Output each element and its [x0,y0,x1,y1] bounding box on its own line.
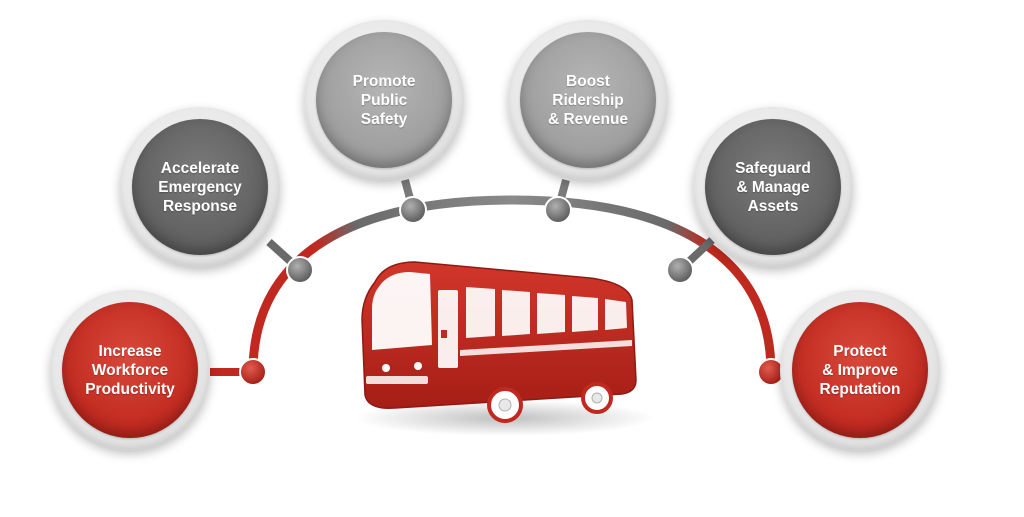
node-label: Protect & Improve Reputation [819,342,901,398]
node-promote-public-safety: Promote Public Safety [304,20,464,180]
node-disc: Increase Workforce Productivity [62,302,198,438]
node-label: Safeguard & Manage Assets [735,159,811,215]
node-disc: Accelerate Emergency Response [132,119,268,255]
node-protect-improve-reputation: Protect & Improve Reputation [780,290,940,450]
dot-safeguard-manage-assets [666,256,694,284]
node-disc: Promote Public Safety [316,32,452,168]
node-disc: Protect & Improve Reputation [792,302,928,438]
dot-accelerate-emergency-response [286,256,314,284]
dot-increase-workforce-productivity [239,358,267,386]
dot-promote-public-safety [399,196,427,224]
node-disc: Boost Ridership & Revenue [520,32,656,168]
red-bus-icon [355,261,655,436]
node-label: Boost Ridership & Revenue [547,72,629,128]
node-label: Increase Workforce Productivity [85,342,175,398]
node-increase-workforce-productivity: Increase Workforce Productivity [50,290,210,450]
node-accelerate-emergency-response: Accelerate Emergency Response [120,107,280,267]
node-label: Promote Public Safety [352,72,416,128]
arc-path [248,195,776,377]
node-safeguard-manage-assets: Safeguard & Manage Assets [693,107,853,267]
dot-boost-ridership-revenue [544,196,572,224]
node-label: Accelerate Emergency Response [158,159,242,215]
node-boost-ridership-revenue: Boost Ridership & Revenue [508,20,668,180]
node-disc: Safeguard & Manage Assets [705,119,841,255]
